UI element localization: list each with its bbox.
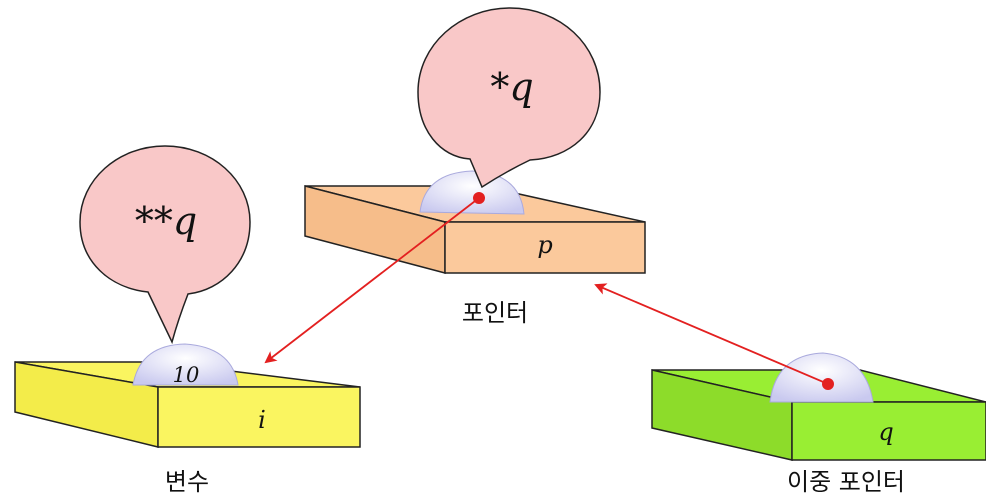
pointer-box: p — [304, 185, 646, 274]
arrow-pointer-to-variable — [264, 192, 485, 364]
pointer-box-front — [444, 221, 646, 274]
variable-box-label: i — [258, 406, 266, 434]
arrow-double-pointer-to-pointer — [594, 283, 834, 390]
pointer-caption: 포인터 — [462, 299, 528, 327]
arrow-p-to-i-line — [264, 197, 480, 364]
arrow-q-to-p-line — [594, 283, 829, 385]
pointer-box-label: p — [537, 231, 552, 259]
arrow-q-to-p-origin-dot — [822, 378, 834, 390]
bubble-deref-once-shape — [417, 7, 601, 189]
bubble-deref-once-text: *q — [490, 65, 533, 109]
variable-dome — [132, 343, 239, 386]
double-pointer-dome — [769, 352, 874, 403]
variable-caption: 변수 — [165, 468, 209, 496]
double-pointer-box-label: q — [878, 418, 893, 446]
double-pointer-box: q — [651, 369, 986, 461]
bubble-deref-twice-text: **q — [135, 199, 197, 243]
bubble-deref-twice-shape — [79, 145, 251, 345]
double-pointer-box-front — [791, 401, 986, 461]
variable-value: 10 — [173, 363, 200, 387]
arrow-p-to-i-origin-dot — [473, 192, 485, 204]
double-pointer-caption: 이중 포인터 — [787, 468, 905, 496]
bubble-deref-twice: **q — [79, 145, 251, 345]
pointer-dome — [419, 170, 525, 215]
variable-box-front — [157, 386, 361, 448]
bubble-deref-once: *q — [417, 7, 601, 189]
